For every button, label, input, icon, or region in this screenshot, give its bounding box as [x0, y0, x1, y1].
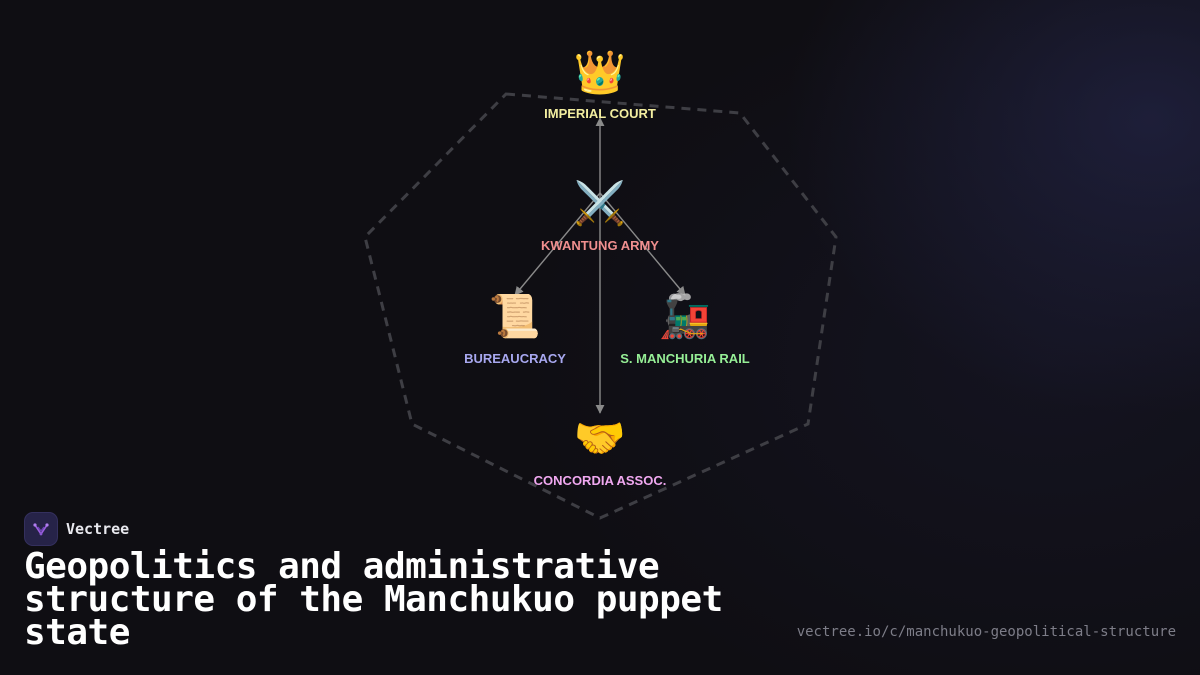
- node-imperial-court[interactable]: 👑 IMPERIAL COURT: [544, 48, 656, 122]
- node-label-imperial-court: IMPERIAL COURT: [544, 106, 656, 121]
- brand: Vectree: [24, 512, 129, 546]
- node-label-bureaucracy: BUREAUCRACY: [464, 351, 566, 366]
- brand-name: Vectree: [66, 520, 130, 538]
- handshake-icon: 🤝: [574, 414, 626, 463]
- boundary-outline: [363, 92, 838, 520]
- edges: [514, 117, 686, 414]
- nodes: 👑 IMPERIAL COURT ⚔️ KWANTUNG ARMY 📜 BUREAUCRA…: [464, 48, 750, 489]
- node-label-kwantung-army: KWANTUNG ARMY: [541, 238, 659, 253]
- edge-kwantung-army-to-manchuria-rail: [599, 192, 686, 296]
- node-label-manchuria-rail: S. MANCHURIA RAIL: [620, 351, 750, 366]
- crossed-swords-icon: ⚔️: [574, 179, 626, 228]
- node-bureaucracy[interactable]: 📜 BUREAUCRACY: [464, 292, 566, 367]
- page-title: Geopolitics and administrative structure…: [24, 546, 723, 653]
- node-manchuria-rail[interactable]: 🚂 S. MANCHURIA RAIL: [620, 292, 750, 367]
- node-label-concordia: CONCORDIA ASSOC.: [534, 473, 667, 488]
- crown-icon: 👑: [574, 48, 626, 97]
- locomotive-icon: 🚂: [659, 292, 711, 341]
- edge-kwantung-army-to-bureaucracy: [514, 192, 601, 296]
- scroll-icon: 📜: [489, 292, 541, 341]
- node-kwantung-army[interactable]: ⚔️ KWANTUNG ARMY: [541, 179, 659, 254]
- source-url: vectree.io/c/manchukuo-geopolitical-stru…: [796, 624, 1176, 640]
- vectree-logo-icon: [24, 512, 58, 546]
- node-concordia[interactable]: 🤝 CONCORDIA ASSOC.: [534, 414, 667, 489]
